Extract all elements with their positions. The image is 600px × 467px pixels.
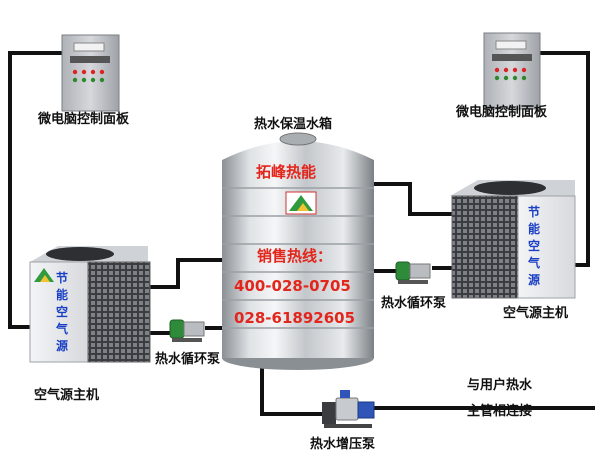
circulation-pump-left-icon xyxy=(169,319,205,342)
tank-logo-icon xyxy=(285,191,317,215)
tank-phone-1: 400-028-0705 xyxy=(234,277,351,295)
unit-right-side-text: 节 能 空 气 源 xyxy=(527,205,540,287)
label-tank: 热水保温水箱 xyxy=(254,117,333,132)
circulation-pump-right-icon xyxy=(395,261,431,284)
label-user-line-2: 主管相连接 xyxy=(467,404,533,419)
label-panel-right: 微电脑控制面板 xyxy=(456,105,548,120)
pipe-right-panel-to-unit xyxy=(540,51,590,267)
pipes xyxy=(8,51,595,416)
pipe-left-panel-to-unit xyxy=(8,51,62,329)
air-source-unit-left xyxy=(29,246,151,363)
tank-brand: 拓峰热能 xyxy=(256,163,317,181)
label-panel-left: 微电脑控制面板 xyxy=(38,112,130,127)
label-pump-right: 热水循环泵 xyxy=(381,296,447,311)
control-panel-right xyxy=(483,32,541,110)
tank-sales-hotline: 销售热线： xyxy=(257,247,333,265)
hot-water-tank xyxy=(222,132,374,370)
label-pump-left: 热水循环泵 xyxy=(155,352,221,367)
unit-left-side-text: 节 能 空 气 源 xyxy=(55,271,68,353)
pipe-tank-to-right-unit-upper xyxy=(372,182,455,216)
air-source-unit-right xyxy=(450,180,576,299)
pipe-left-unit-upper xyxy=(150,258,225,289)
unit-left-logo-icon xyxy=(34,268,54,282)
booster-pump-icon xyxy=(322,390,375,428)
pipe-tank-to-booster xyxy=(260,366,322,416)
control-panel-left xyxy=(61,34,120,112)
tank-phone-2: 028-61892605 xyxy=(234,309,356,327)
label-unit-left: 空气源主机 xyxy=(34,388,100,403)
label-user-line-1: 与用户热水 xyxy=(467,378,533,393)
label-unit-right: 空气源主机 xyxy=(503,306,569,321)
label-booster-pump: 热水增压泵 xyxy=(310,437,376,452)
